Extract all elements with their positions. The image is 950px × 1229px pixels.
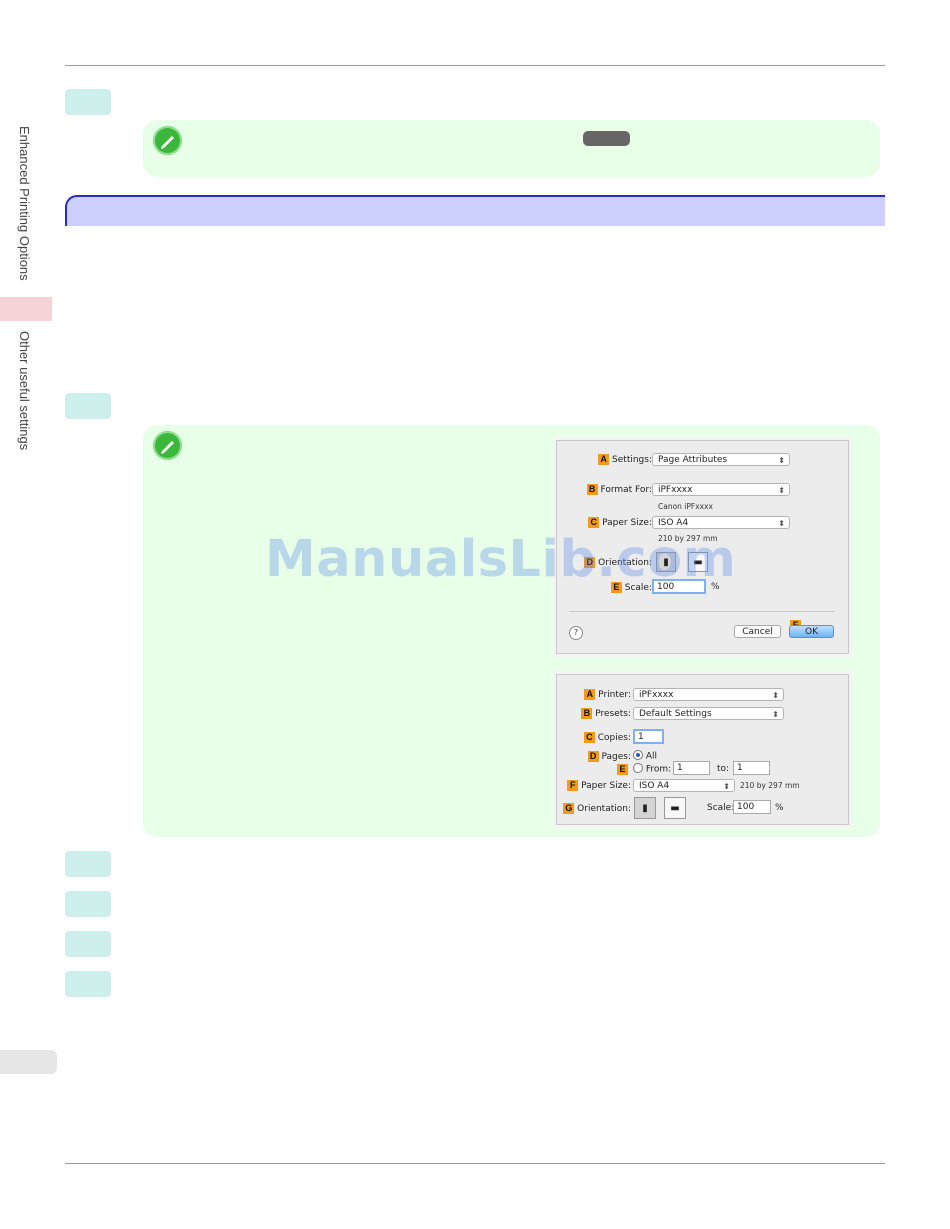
callout-tag: C bbox=[583, 732, 595, 743]
print-portrait-orientation-icon[interactable]: ▮ bbox=[634, 797, 656, 819]
presets-popup[interactable]: Default Settings ⬍ bbox=[633, 707, 784, 720]
printer-label: Printer: bbox=[598, 690, 631, 700]
pages-from-option[interactable]: From: bbox=[633, 763, 672, 775]
help-icon[interactable]: ? bbox=[569, 626, 583, 640]
popup-arrows-icon: ⬍ bbox=[778, 456, 785, 465]
popup-arrows-icon: ⬍ bbox=[772, 710, 779, 719]
print-landscape-orientation-icon[interactable]: ▬ bbox=[664, 797, 686, 819]
popup-arrows-icon: ⬍ bbox=[778, 486, 785, 495]
all-option-label: All bbox=[645, 751, 658, 762]
header-rule bbox=[65, 65, 885, 66]
copies-label-row: C Copies: bbox=[557, 732, 631, 743]
orientation-label: Orientation: bbox=[598, 558, 652, 568]
paper-size-label-row: C Paper Size: bbox=[557, 517, 652, 528]
callout-tag: B bbox=[586, 484, 598, 495]
popup-arrows-icon: ⬍ bbox=[772, 691, 779, 700]
paper-size-popup[interactable]: ISO A4 ⬍ bbox=[652, 516, 790, 529]
print-dialog: A Printer: iPFxxxx ⬍ B Presets: Default S… bbox=[556, 674, 849, 825]
from-label: From: bbox=[645, 764, 672, 775]
page-number-tab bbox=[0, 1050, 57, 1074]
pages-label-row: D Pages: bbox=[557, 751, 631, 762]
format-for-printer-name: Canon iPFxxxx bbox=[658, 502, 713, 511]
scale-label-row: E Scale: bbox=[557, 582, 652, 593]
printer-popup[interactable]: iPFxxxx ⬍ bbox=[633, 688, 784, 701]
footer-rule bbox=[65, 1163, 885, 1164]
printer-value: iPFxxxx bbox=[639, 690, 674, 700]
printer-label-row: A Printer: bbox=[557, 689, 631, 700]
callout-tag: D bbox=[584, 557, 596, 568]
page-setup-dialog: A Settings: Page Attributes ⬍ B Format Fo… bbox=[556, 440, 849, 654]
callout-tag: E bbox=[610, 582, 622, 593]
callout-tag: A bbox=[584, 689, 596, 700]
sidebar-chapter-label: Enhanced Printing Options bbox=[17, 126, 32, 281]
portrait-orientation-icon[interactable]: ▮ bbox=[656, 552, 676, 572]
print-orientation-label-row: G Orientation: bbox=[557, 803, 631, 814]
settings-label-row: A Settings: bbox=[557, 454, 652, 465]
section-heading-bar bbox=[65, 195, 885, 226]
presets-label: Presets: bbox=[595, 709, 631, 719]
print-paper-size-label-row: F Paper Size: bbox=[557, 780, 631, 791]
format-for-value: iPFxxxx bbox=[658, 485, 693, 495]
print-paper-size-label: Paper Size: bbox=[581, 781, 631, 791]
print-scale-percent-unit: % bbox=[775, 803, 784, 813]
to-label: to: bbox=[717, 764, 730, 774]
print-scale-label: Scale: bbox=[707, 803, 735, 813]
step-marker bbox=[65, 393, 111, 419]
print-scale-input[interactable]: 100 bbox=[733, 800, 771, 814]
step-marker bbox=[65, 851, 111, 877]
sidebar-section-tab bbox=[0, 297, 52, 321]
note-pencil-icon bbox=[153, 431, 182, 460]
print-paper-size-popup[interactable]: ISO A4 ⬍ bbox=[633, 779, 735, 792]
step-marker bbox=[65, 891, 111, 917]
callout-tag: D bbox=[587, 751, 599, 762]
from-radio-button[interactable] bbox=[633, 763, 643, 773]
scale-percent-unit: % bbox=[711, 582, 720, 592]
all-radio-button[interactable] bbox=[633, 750, 643, 760]
callout-tag: E bbox=[617, 764, 628, 775]
step-marker bbox=[65, 931, 111, 957]
to-page-input[interactable]: 1 bbox=[733, 761, 770, 775]
note-pencil-icon bbox=[153, 126, 182, 155]
paper-size-label: Paper Size: bbox=[602, 518, 652, 528]
settings-popup[interactable]: Page Attributes ⬍ bbox=[652, 453, 790, 466]
format-for-popup[interactable]: iPFxxxx ⬍ bbox=[652, 483, 790, 496]
scale-label: Scale: bbox=[624, 583, 652, 593]
sidebar-section-label: Other useful settings bbox=[17, 331, 32, 451]
pages-label: Pages: bbox=[601, 752, 631, 762]
presets-value: Default Settings bbox=[639, 709, 712, 719]
scale-input[interactable]: 100 bbox=[652, 579, 706, 594]
callout-tag: G bbox=[563, 803, 575, 814]
step-marker bbox=[65, 971, 111, 997]
presets-label-row: B Presets: bbox=[557, 708, 631, 719]
landscape-orientation-icon[interactable]: ▬ bbox=[688, 552, 708, 572]
popup-arrows-icon: ⬍ bbox=[778, 519, 785, 528]
print-paper-size-value: ISO A4 bbox=[639, 781, 670, 791]
step-marker bbox=[65, 89, 111, 115]
copies-label: Copies: bbox=[597, 733, 631, 743]
callout-tag: C bbox=[588, 517, 600, 528]
ok-button[interactable]: OK bbox=[789, 625, 834, 638]
range-tag-row: E bbox=[617, 764, 628, 775]
callout-tag: B bbox=[581, 708, 593, 719]
paper-size-value: ISO A4 bbox=[658, 518, 689, 528]
dialog-divider bbox=[569, 611, 835, 612]
note-box bbox=[143, 120, 880, 177]
print-paper-size-dimensions: 210 by 297 mm bbox=[740, 781, 800, 790]
settings-value: Page Attributes bbox=[658, 455, 728, 465]
callout-tag: F bbox=[567, 780, 579, 791]
key-button-graphic bbox=[583, 131, 630, 146]
popup-arrows-icon: ⬍ bbox=[723, 782, 730, 791]
watermark: ManualsLib.com bbox=[265, 530, 737, 589]
settings-label: Settings: bbox=[612, 455, 652, 465]
format-for-label-row: B Format For: bbox=[557, 484, 652, 495]
format-for-label: Format For: bbox=[600, 485, 652, 495]
paper-size-dimensions: 210 by 297 mm bbox=[658, 534, 718, 543]
orientation-label-row: D Orientation: bbox=[557, 557, 652, 568]
copies-input[interactable]: 1 bbox=[633, 729, 664, 744]
callout-tag: A bbox=[598, 454, 610, 465]
cancel-button[interactable]: Cancel bbox=[734, 625, 781, 638]
pages-all-option[interactable]: All bbox=[633, 750, 658, 762]
from-page-input[interactable]: 1 bbox=[673, 761, 710, 775]
print-orientation-label: Orientation: bbox=[577, 804, 631, 814]
